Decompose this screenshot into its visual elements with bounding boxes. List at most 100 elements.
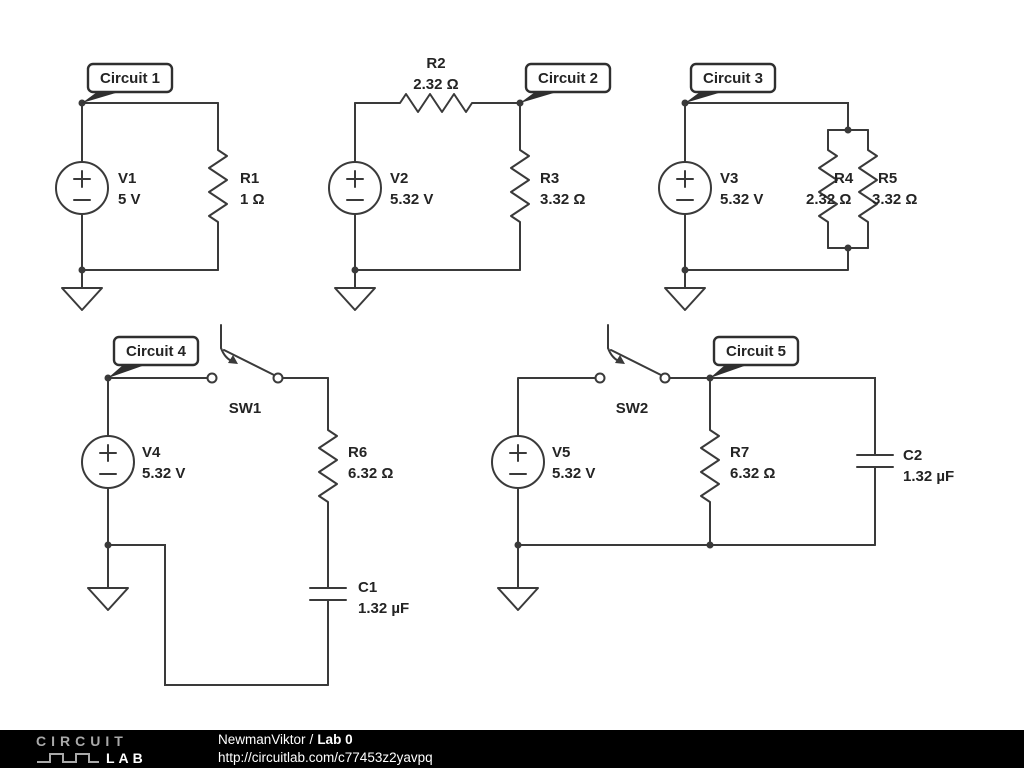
switch-terminal	[272, 372, 284, 384]
circuit-3: Circuit 3 V3 5.32 V R4 2.32 Ω R5 3.32 Ω	[658, 62, 917, 311]
r5-value-label: 3.32 Ω	[872, 191, 917, 208]
r6-name-label: R6	[348, 444, 367, 461]
c1-value-label: 1.32 µF	[358, 600, 409, 617]
plus-sign	[509, 444, 527, 462]
callout-box[interactable]	[524, 62, 612, 94]
callout-tail	[520, 92, 557, 103]
ground-symbol[interactable]	[87, 544, 129, 611]
switch-lever[interactable]	[223, 349, 275, 376]
v2-name-label: V2	[390, 170, 408, 187]
callout-tail	[108, 365, 145, 378]
voltage-source-v1[interactable]	[55, 161, 109, 215]
ground-triangle	[87, 587, 129, 611]
waveform-icon	[37, 752, 99, 763]
circuit-4: Circuit 4 SW1 V4 5.32 V R6 6.32 Ω C1 1.3…	[81, 324, 409, 686]
resistor-r6[interactable]	[318, 377, 338, 589]
capacitor-c2[interactable]	[856, 454, 894, 546]
r2-name-label: R2	[426, 55, 445, 72]
circuit-1-wires	[81, 102, 219, 271]
schematic-canvas: Circuit 1 V1 5 V R1 1 Ω Circuit 2 R2 2.3…	[55, 55, 955, 686]
v3-name-label: V3	[720, 170, 738, 187]
callout-label: Circuit 3	[703, 70, 763, 87]
voltage-source-v4[interactable]	[81, 435, 135, 489]
v4-name-label: V4	[142, 444, 161, 461]
v4-value-label: 5.32 V	[142, 465, 185, 482]
node-dot	[844, 244, 852, 252]
v2-value-label: 5.32 V	[390, 191, 433, 208]
footer-divider: /	[309, 731, 314, 747]
r7-name-label: R7	[730, 444, 749, 461]
node-dot	[351, 266, 359, 274]
resistor-r4[interactable]	[818, 129, 838, 249]
resistor-r5[interactable]	[858, 129, 878, 249]
footer-meta: NewmanViktor/Lab 0 http://circuitlab.com…	[218, 731, 433, 767]
resistor-r3[interactable]	[510, 102, 530, 271]
capacitor-plates	[856, 454, 894, 468]
circuit-1: Circuit 1 V1 5 V R1 1 Ω	[55, 62, 265, 311]
source-circle[interactable]	[55, 161, 109, 215]
callout-label: Circuit 5	[726, 343, 786, 360]
callout-circuit-2[interactable]: Circuit 2	[520, 62, 612, 103]
node-dot	[514, 541, 522, 549]
circuit-2-wires	[354, 102, 521, 271]
capacitor-c1[interactable]	[309, 587, 347, 686]
circuit-5-wires	[517, 377, 876, 546]
voltage-source-v3[interactable]	[658, 161, 712, 215]
v1-value-label: 5 V	[118, 191, 141, 208]
source-circle[interactable]	[328, 161, 382, 215]
footer-author: NewmanViktor	[218, 731, 306, 747]
plus-sign	[99, 444, 117, 462]
callout-circuit-1[interactable]: Circuit 1	[82, 62, 174, 103]
footer-lab-title: Lab 0	[317, 731, 353, 747]
resistor-r7[interactable]	[700, 377, 720, 546]
source-circle[interactable]	[658, 161, 712, 215]
callout-box[interactable]	[112, 335, 200, 367]
node-dot	[78, 266, 86, 274]
r6-value-label: 6.32 Ω	[348, 465, 393, 482]
callout-circuit-3[interactable]: Circuit 3	[685, 62, 777, 103]
ground-symbol[interactable]	[334, 269, 376, 311]
v3-value-label: 5.32 V	[720, 191, 763, 208]
voltage-source-v2[interactable]	[328, 161, 382, 215]
callout-box[interactable]	[689, 62, 777, 94]
switch-terminal	[206, 372, 218, 384]
switch-lever[interactable]	[610, 349, 662, 376]
circuitlab-logo: CIRCUIT LAB	[36, 734, 194, 765]
v5-name-label: V5	[552, 444, 570, 461]
r4-name-label: R4	[834, 170, 854, 187]
switch-terminal	[594, 372, 606, 384]
r2-value-label: 2.32 Ω	[413, 76, 458, 93]
ground-triangle	[61, 287, 103, 311]
source-circle[interactable]	[491, 435, 545, 489]
footer-title-line: NewmanViktor/Lab 0	[218, 731, 433, 749]
ground-symbol[interactable]	[61, 269, 103, 311]
r5-name-label: R5	[878, 170, 897, 187]
callout-tail	[82, 92, 119, 103]
callout-label: Circuit 2	[538, 70, 598, 87]
callout-circuit-5[interactable]: Circuit 5	[710, 335, 800, 378]
callout-tail	[710, 365, 747, 378]
circuit-2: Circuit 2 R2 2.32 Ω V2 5.32 V R3 3.32 Ω	[328, 55, 612, 311]
ground-symbol[interactable]	[497, 544, 539, 611]
callout-box[interactable]	[86, 62, 174, 94]
circuit-5: Circuit 5 SW2 V5 5.32 V R7 6.32 Ω C2 1.3…	[491, 324, 954, 611]
resistor-r2[interactable]	[354, 93, 521, 113]
r1-value-label: 1 Ω	[240, 191, 265, 208]
callout-circuit-4[interactable]: Circuit 4	[108, 335, 200, 378]
c2-name-label: C2	[903, 447, 922, 464]
switch-sw1[interactable]	[206, 324, 284, 384]
r3-name-label: R3	[540, 170, 559, 187]
voltage-source-v5[interactable]	[491, 435, 545, 489]
callout-box[interactable]	[712, 335, 800, 367]
r1-name-label: R1	[240, 170, 259, 187]
source-circle[interactable]	[81, 435, 135, 489]
switch-sw2[interactable]	[594, 324, 671, 384]
footer-url[interactable]: http://circuitlab.com/c77453z2yavpq	[218, 750, 433, 765]
ground-triangle	[334, 287, 376, 311]
switch-arrowhead-icon	[228, 355, 238, 364]
plus-sign	[73, 170, 91, 188]
resistor-r1[interactable]	[208, 102, 228, 271]
callout-label: Circuit 4	[126, 343, 187, 360]
callout-tail	[685, 92, 722, 103]
ground-symbol[interactable]	[664, 269, 706, 311]
